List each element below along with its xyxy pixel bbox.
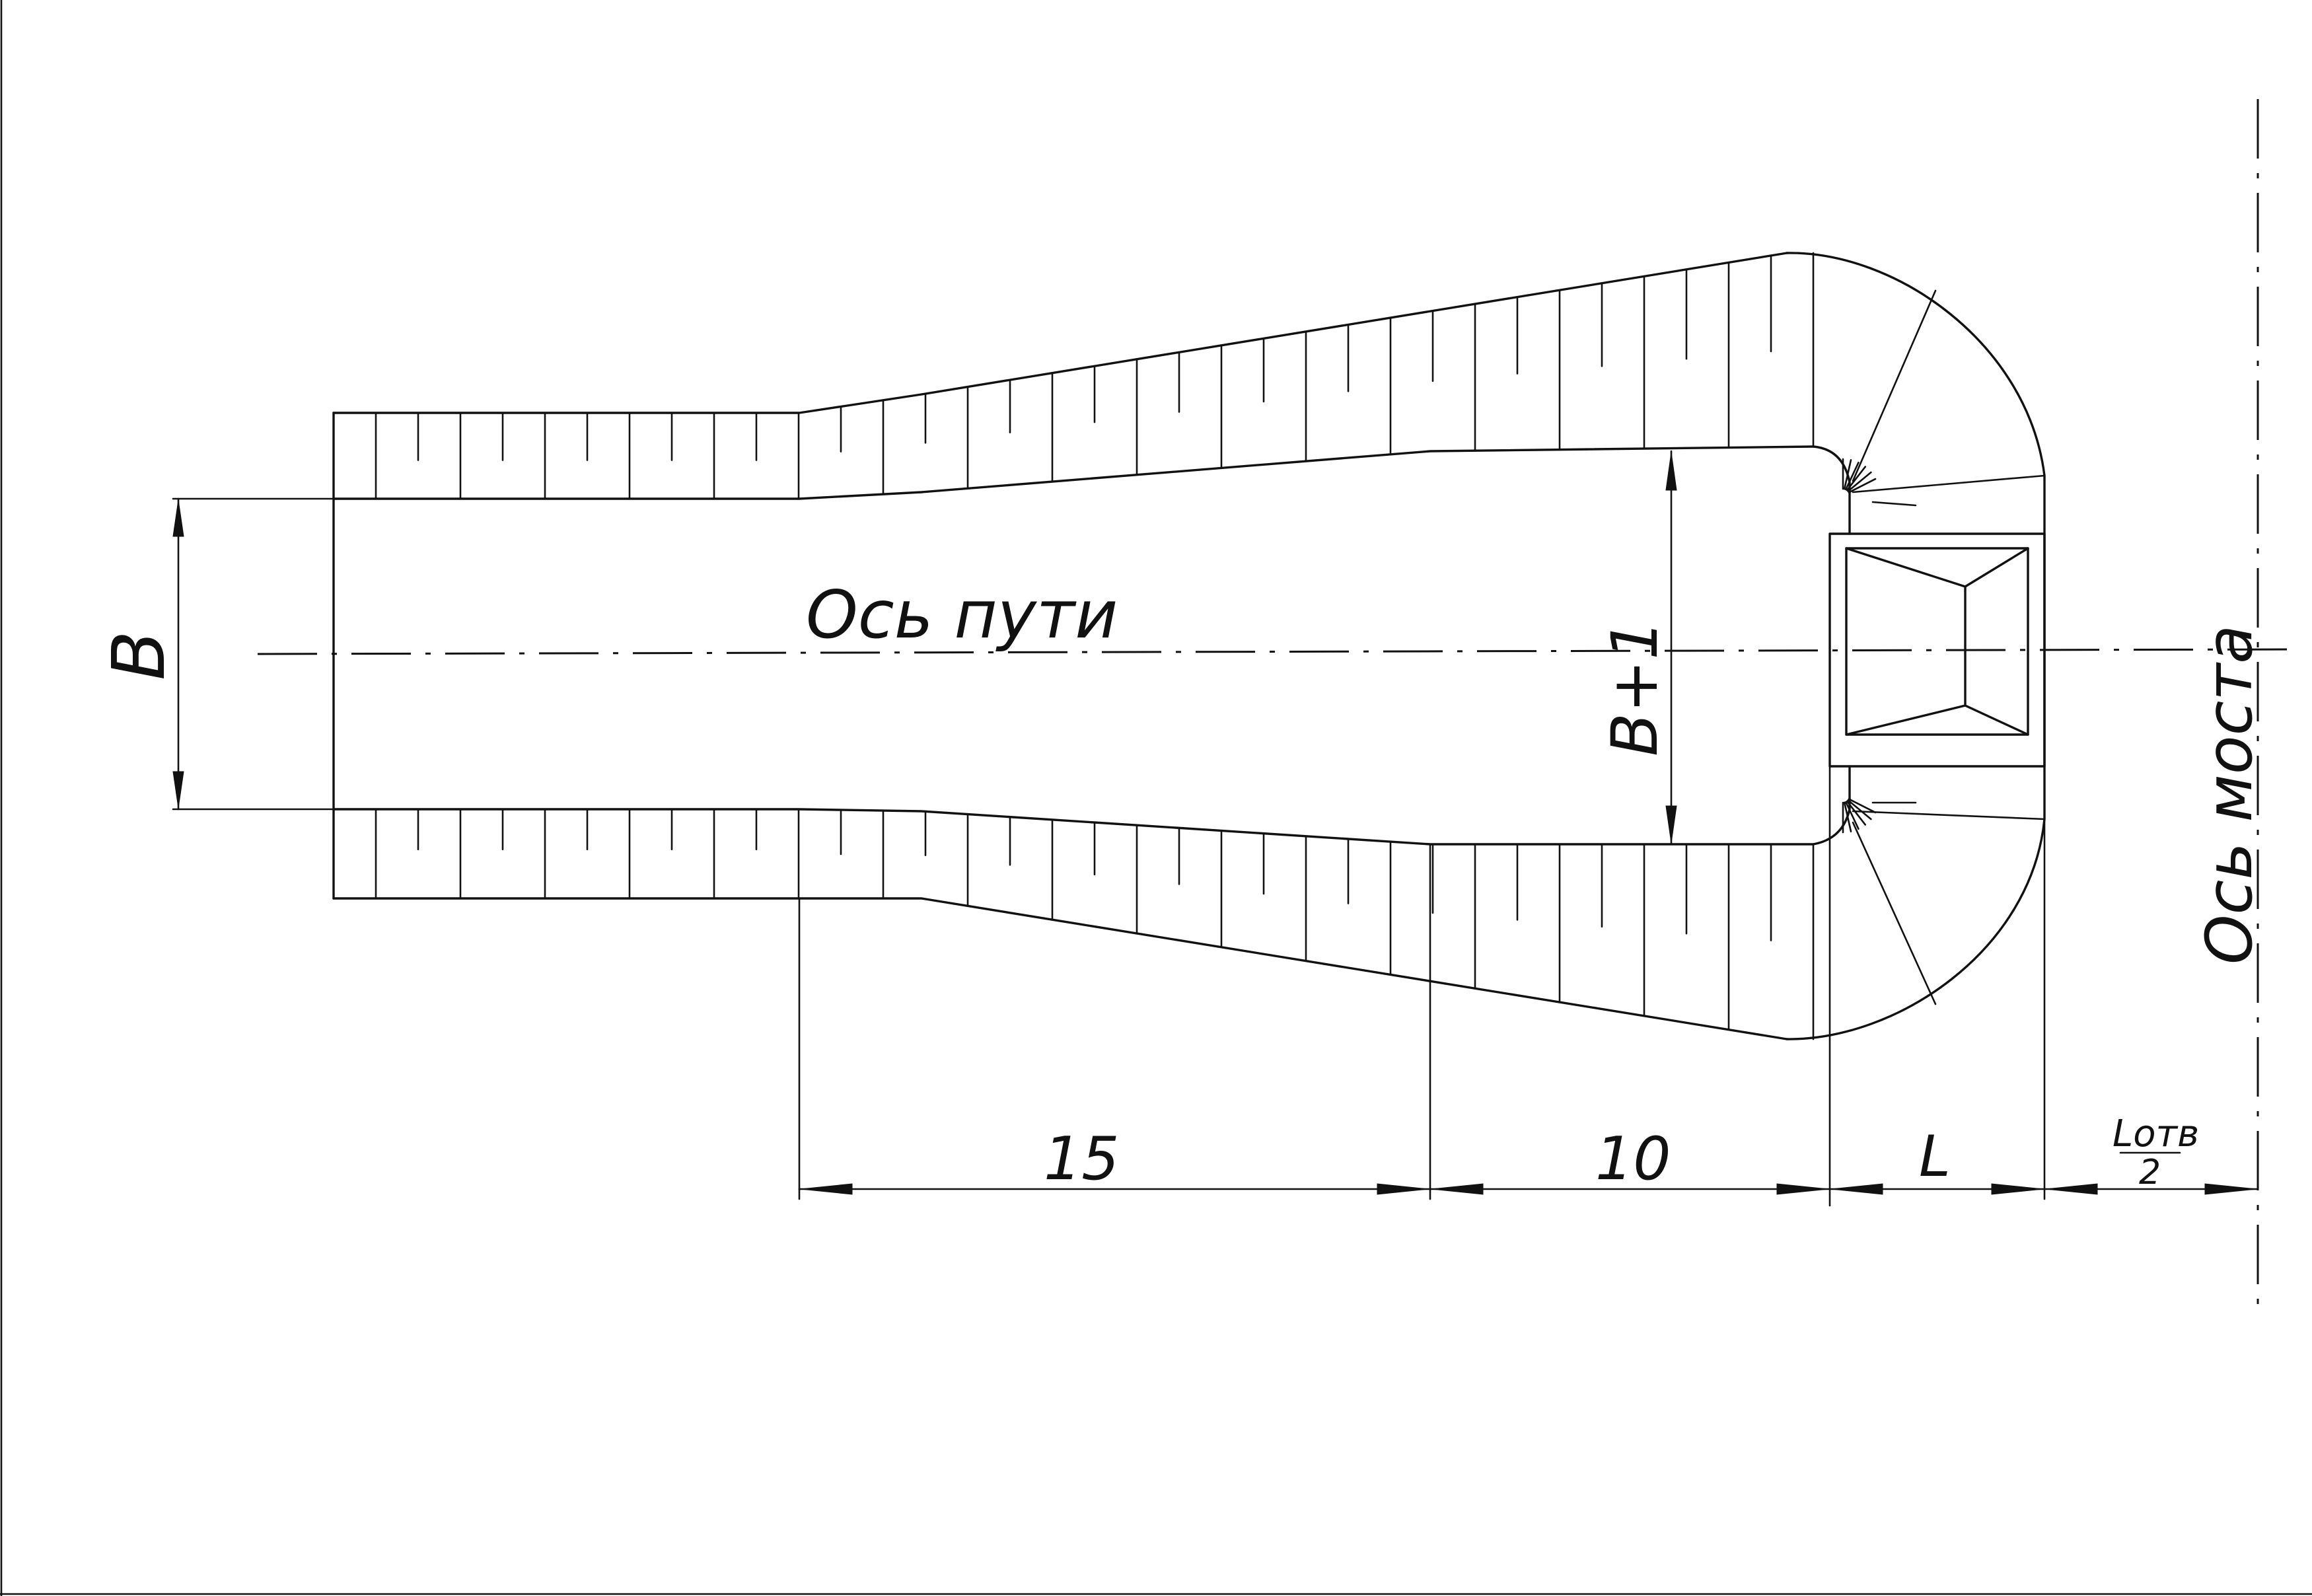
track-axis-line xyxy=(257,648,2290,655)
hatch-line xyxy=(1846,466,1867,491)
hatch-line xyxy=(1847,799,1872,820)
hatch-line xyxy=(1852,474,2046,493)
abutment xyxy=(1828,532,2046,768)
dimension-lotv-numerator: Lотв xyxy=(2113,1112,2199,1155)
hatch-line xyxy=(1852,810,2046,820)
bridge-axis-label: Ось моста xyxy=(2192,625,2266,964)
width-b-plus-1-label: B+1 xyxy=(1598,620,1672,756)
hatch-line xyxy=(1843,801,1852,832)
hatch-line xyxy=(1848,798,1877,814)
dimension-b-plus-1 xyxy=(1665,450,1677,846)
hatch-line xyxy=(1843,459,1852,490)
hatch-line xyxy=(1852,821,1937,1005)
hatch-line xyxy=(1844,801,1860,830)
slope-hatching-bottom xyxy=(375,808,1815,1040)
dimension-15-label: 15 xyxy=(1044,1124,1120,1194)
hatch-line xyxy=(1844,461,1860,491)
inner-outline xyxy=(332,445,1851,846)
dimension-lotv-denominator: 2 xyxy=(2139,1153,2161,1192)
hatch-line xyxy=(1847,471,1872,492)
hatch-line xyxy=(1846,800,1867,826)
dimension-b xyxy=(172,497,335,811)
hatch-line xyxy=(1871,501,1917,507)
hatch-line xyxy=(1848,478,1877,493)
dimension-10-label: 10 xyxy=(1595,1124,1671,1194)
dimension-l-label: L xyxy=(1919,1124,1951,1190)
dimension-chain xyxy=(798,765,2259,1207)
slope-hatching-top xyxy=(375,252,1815,500)
outer-outline xyxy=(332,252,2046,1040)
hatch-line xyxy=(1852,289,1937,482)
track-axis-label: Ось пути xyxy=(806,576,1118,653)
cone-hatching xyxy=(1842,289,2046,1005)
width-b-label: B xyxy=(96,631,181,680)
